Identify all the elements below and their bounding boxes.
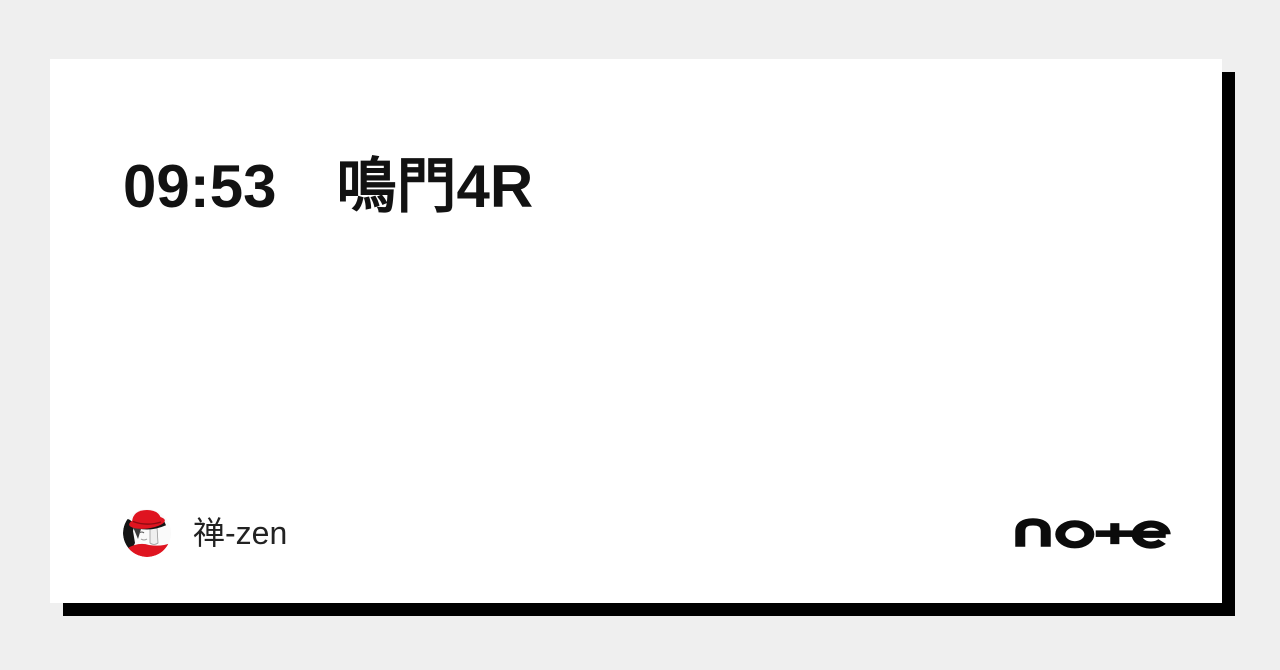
article-card: 09:53 鳴門4R (50, 59, 1222, 603)
author-row: 禅-zen (123, 509, 287, 557)
card-footer: 禅-zen (50, 509, 1222, 557)
author-name: 禅-zen (193, 515, 288, 551)
avatar-red-hat-character-icon (123, 509, 171, 557)
article-title: 09:53 鳴門4R (123, 153, 534, 221)
note-logo (1015, 518, 1171, 549)
